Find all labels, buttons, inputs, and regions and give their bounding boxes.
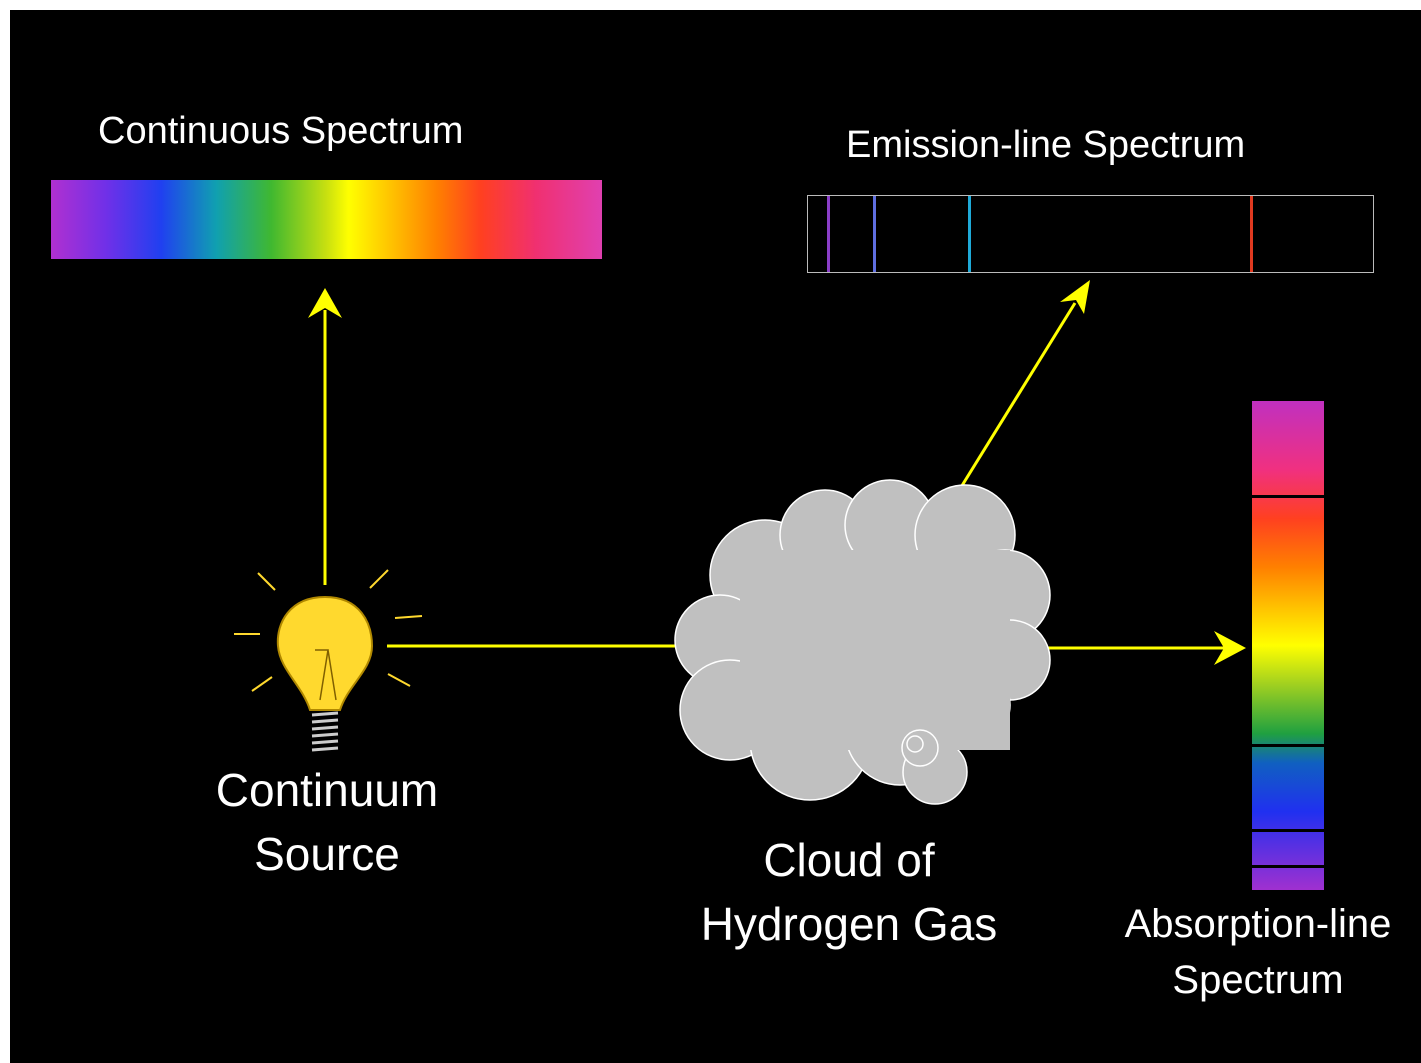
continuous-spectrum-bar bbox=[51, 180, 602, 259]
absorption-line2-text: Spectrum bbox=[1172, 958, 1344, 1002]
cloud-line2: Hydrogen Gas bbox=[700, 898, 998, 950]
continuum-source-line1: Continuum bbox=[215, 764, 439, 816]
absorption-spectrum-bar bbox=[1252, 401, 1324, 890]
absorption-line1-text: Absorption-line bbox=[1124, 902, 1392, 946]
cloud-label: Cloud of Hydrogen Gas bbox=[670, 828, 1028, 956]
continuum-source-line2: Source bbox=[254, 828, 400, 880]
gas-cloud-icon bbox=[674, 479, 1051, 805]
absorption-line-2 bbox=[1252, 744, 1324, 747]
absorption-line-3 bbox=[1252, 829, 1324, 832]
continuous-spectrum-title: Continuous Spectrum bbox=[98, 110, 464, 152]
absorption-line-1 bbox=[1252, 495, 1324, 498]
arrow-to-emission-spectrum bbox=[948, 280, 1090, 506]
cloud-line1: Cloud of bbox=[763, 834, 935, 886]
arrow-to-absorption-spectrum bbox=[1040, 631, 1246, 665]
arrow-to-continuous-spectrum bbox=[308, 288, 342, 585]
emission-line-violet bbox=[827, 196, 830, 272]
diagram-canvas: Continuous Spectrum Emission-line Spectr… bbox=[10, 10, 1421, 1063]
absorption-spectrum-label: Absorption-line Spectrum bbox=[1096, 896, 1420, 1008]
emission-line-blue bbox=[873, 196, 876, 272]
emission-spectrum-bar bbox=[807, 195, 1374, 273]
emission-spectrum-title: Emission-line Spectrum bbox=[846, 124, 1246, 166]
emission-line-cyan bbox=[968, 196, 971, 272]
emission-line-red bbox=[1250, 196, 1253, 272]
continuum-source-label: Continuum Source bbox=[184, 758, 470, 886]
light-bulb-icon bbox=[234, 569, 423, 752]
absorption-line-4 bbox=[1252, 865, 1324, 868]
